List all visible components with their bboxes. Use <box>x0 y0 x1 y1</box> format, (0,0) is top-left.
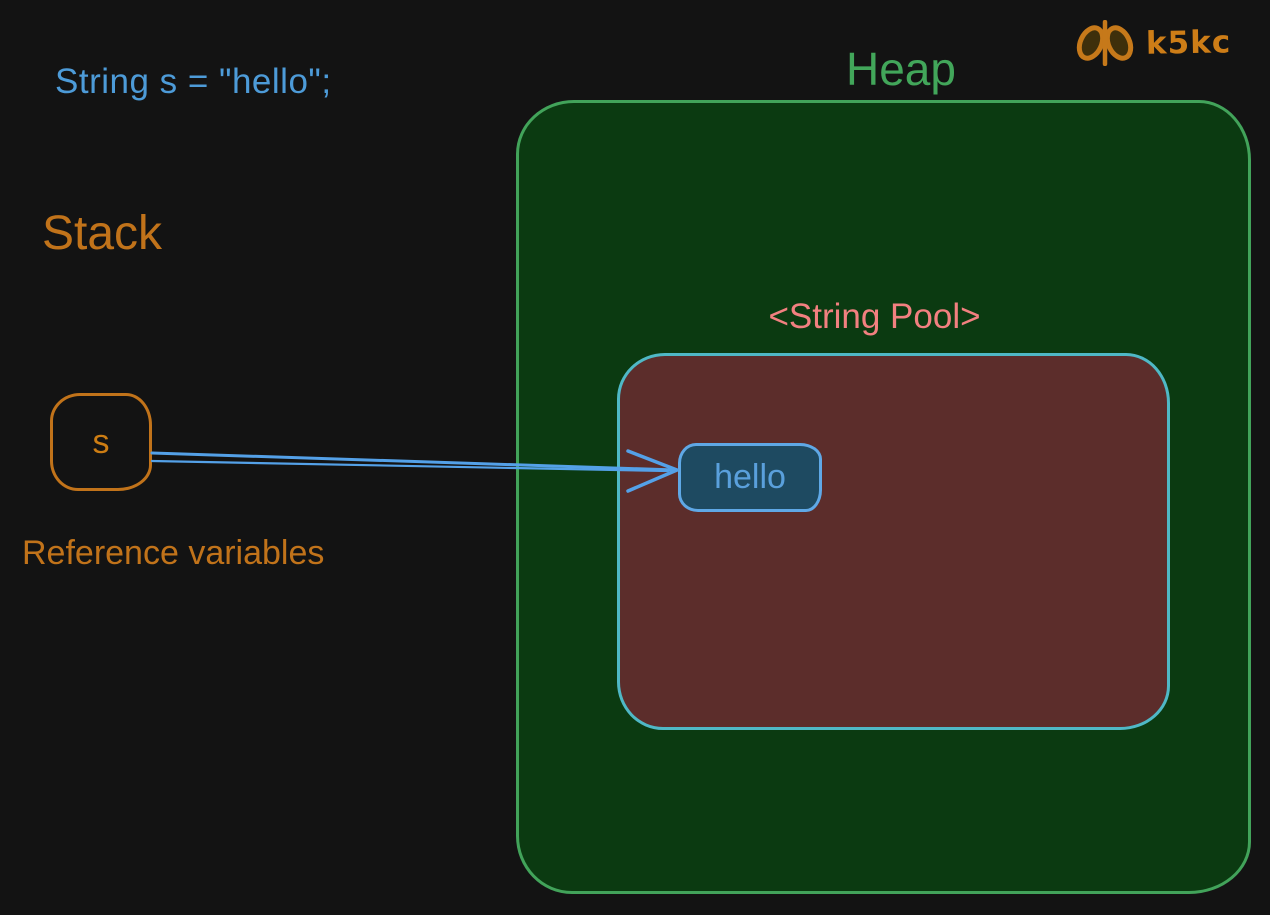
reference-variable-box: s <box>50 393 152 491</box>
heap-title: Heap <box>846 43 956 95</box>
brand-logo: k5kc <box>1072 20 1231 66</box>
stack-heading: Stack <box>42 207 163 260</box>
string-literal-box: hello <box>678 443 822 512</box>
string-pool-label: <String Pool> <box>768 297 981 336</box>
reference-variables-caption: Reference variables <box>22 534 325 572</box>
brand-name: k5kc <box>1145 24 1232 62</box>
bowtie-icon <box>1076 20 1134 66</box>
string-pool-box <box>617 353 1170 730</box>
string-literal-text: hello <box>714 458 786 496</box>
code-statement: String s = "hello"; <box>55 62 332 101</box>
reference-variable-name: s <box>92 422 110 461</box>
